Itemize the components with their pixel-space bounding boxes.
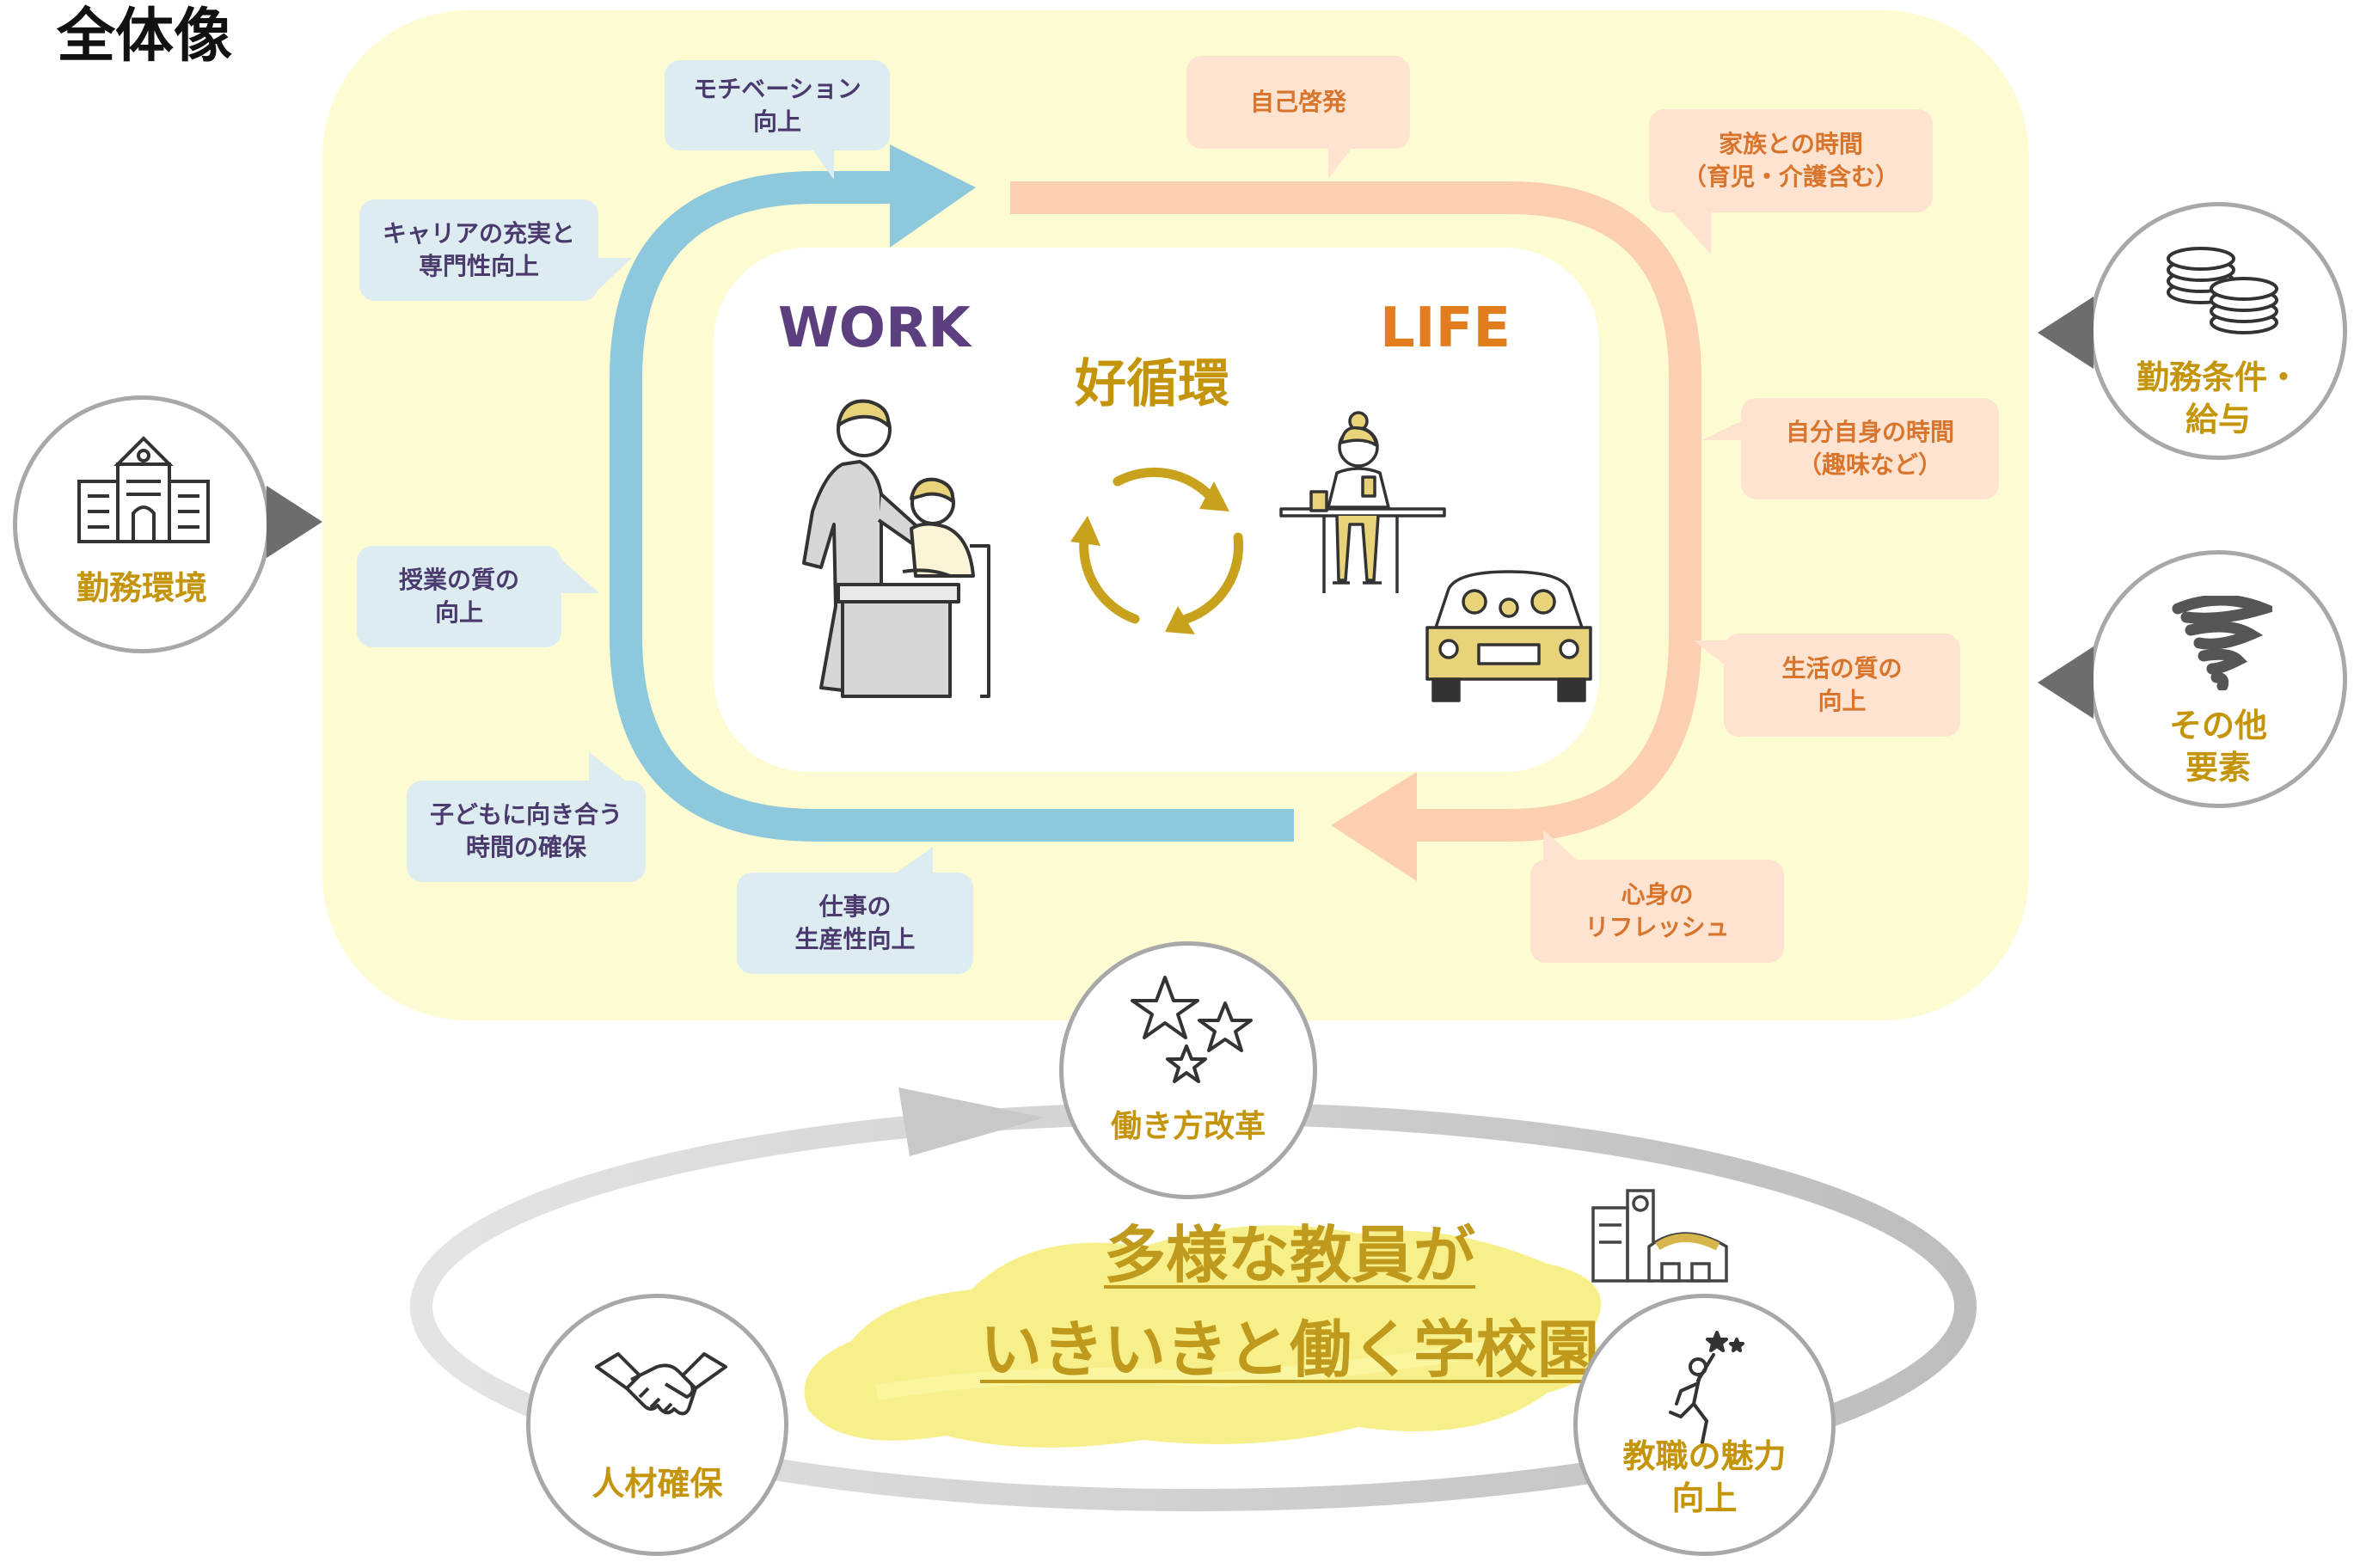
bubble-productivity: 仕事の 生産性向上 [737, 873, 973, 974]
bubble-family-time: 家族との時間 （育児・介護含む） [1649, 109, 1933, 212]
bubble-refresh-tail [1543, 830, 1578, 861]
headline-line1: 多様な教員が [1103, 1219, 1475, 1291]
tornado-icon [2172, 596, 2272, 690]
ring-arrowhead [898, 1087, 1045, 1156]
factor-work-environment-label: 勤務環境 [76, 569, 207, 607]
bubble-own-time-tail [1702, 421, 1741, 440]
stars-icon [1131, 976, 1253, 1083]
appeal-circle: 教職の魅力 向上 [1573, 1294, 1836, 1556]
bubble-life-quality: 生活の質の 向上 [1724, 634, 1960, 737]
teacher-student-illustration [802, 399, 990, 698]
family-car-illustration [1425, 570, 1592, 702]
headline-line2: いきいきと働く学校園 [979, 1314, 1599, 1386]
cycle-heading: 好循環 [1075, 354, 1229, 414]
coins-icon [2167, 247, 2278, 334]
life-arrowhead [1331, 772, 1417, 881]
bubble-motivation: モチベーション 向上 [665, 60, 890, 150]
bubble-career: キャリアの充実と 専門性向上 [359, 199, 598, 301]
woman-cafe-illustration [1279, 411, 1446, 593]
bubble-own-time: 自分自身の時間 （趣味など） [1741, 398, 1999, 499]
life-heading: LIFE [1380, 297, 1511, 360]
work-loop-arrow [610, 171, 1294, 842]
bubble-self-development-tail [1328, 148, 1352, 178]
factor-conditions-salary: 勤務条件・ 給与 [2089, 202, 2347, 460]
bubble-productivity-tail [894, 847, 933, 874]
school-icon [77, 436, 210, 543]
factor-other-pointer [2038, 646, 2093, 719]
reform-label: 働き方改革 [1110, 1109, 1266, 1144]
bubble-motivation-tail [812, 150, 834, 180]
cycle-arrows-icon [1070, 467, 1244, 634]
factor-other: その他 要素 [2089, 550, 2347, 808]
headline-highlight [804, 1225, 1602, 1448]
factor-other-label: その他 要素 [2168, 707, 2267, 787]
bubble-lesson-tail [561, 559, 599, 593]
appeal-label: 教職の魅力 向上 [1622, 1437, 1787, 1518]
work-heading: WORK [778, 297, 971, 360]
factor-work-environment: 勤務環境 [13, 395, 271, 653]
bubble-lesson: 授業の質の 向上 [357, 546, 561, 647]
page-title: 全体像 [57, 3, 233, 70]
bubble-life-quality-tail [1694, 640, 1726, 666]
bubble-career-tail [598, 258, 632, 291]
bubble-family-time-tail [1672, 211, 1711, 254]
handshake-icon [595, 1352, 727, 1416]
school-building-icon [1591, 1189, 1728, 1283]
factor-work-environment-pointer [267, 486, 322, 558]
recruit-circle: 人材確保 [526, 1294, 788, 1556]
jumping-person-icon [1669, 1331, 1744, 1444]
bubble-self-development: 自己啓発 [1186, 56, 1410, 149]
reform-circle: 働き方改革 [1059, 941, 1317, 1199]
bubble-refresh: 心身の リフレッシュ [1530, 860, 1784, 963]
bubble-children: 子どもに向き合う 時間の確保 [407, 781, 646, 882]
life-loop-arrow [1010, 181, 1701, 842]
work-arrowhead [890, 144, 976, 248]
recruit-label: 人材確保 [592, 1465, 723, 1503]
factor-conditions-salary-pointer [2038, 297, 2093, 369]
bubble-children-tail [589, 752, 628, 782]
factor-conditions-salary-label: 勤務条件・ 給与 [2136, 358, 2300, 439]
